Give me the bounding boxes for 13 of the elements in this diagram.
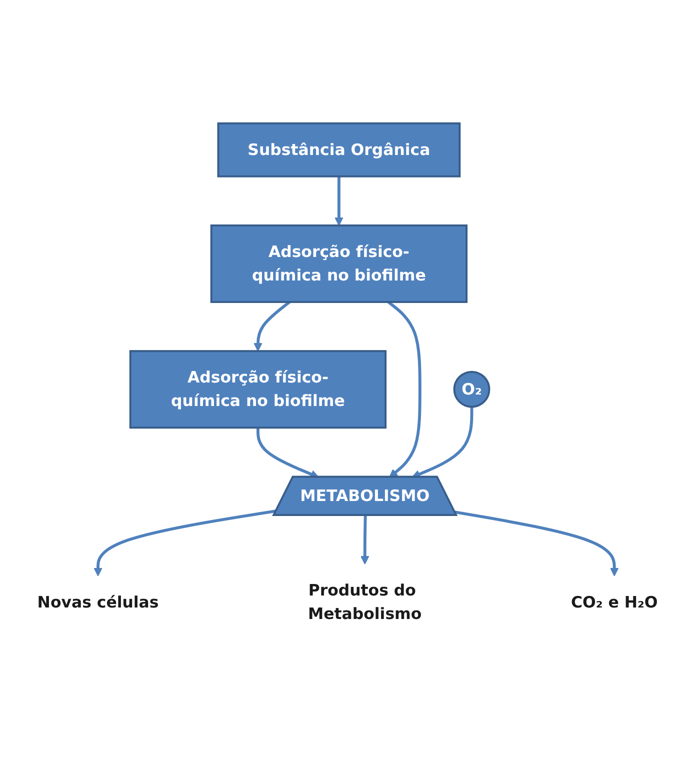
node-box: Substância Orgânica <box>217 122 461 178</box>
arrow <box>387 300 422 478</box>
node-circle: O₂ <box>453 370 490 408</box>
arrow <box>454 510 619 576</box>
arrow <box>94 509 277 576</box>
node-text: Novas células <box>37 592 159 612</box>
node-text: CO₂ e H₂O <box>570 592 658 612</box>
arrow <box>334 176 344 226</box>
node-box: Adsorção físico-química no biofilme <box>129 350 387 429</box>
node-box: Adsorção físico-química no biofilme <box>210 224 468 303</box>
arrow <box>360 515 370 564</box>
arrow <box>254 300 290 352</box>
node-text: Produtos do Metabolismo <box>308 580 422 623</box>
